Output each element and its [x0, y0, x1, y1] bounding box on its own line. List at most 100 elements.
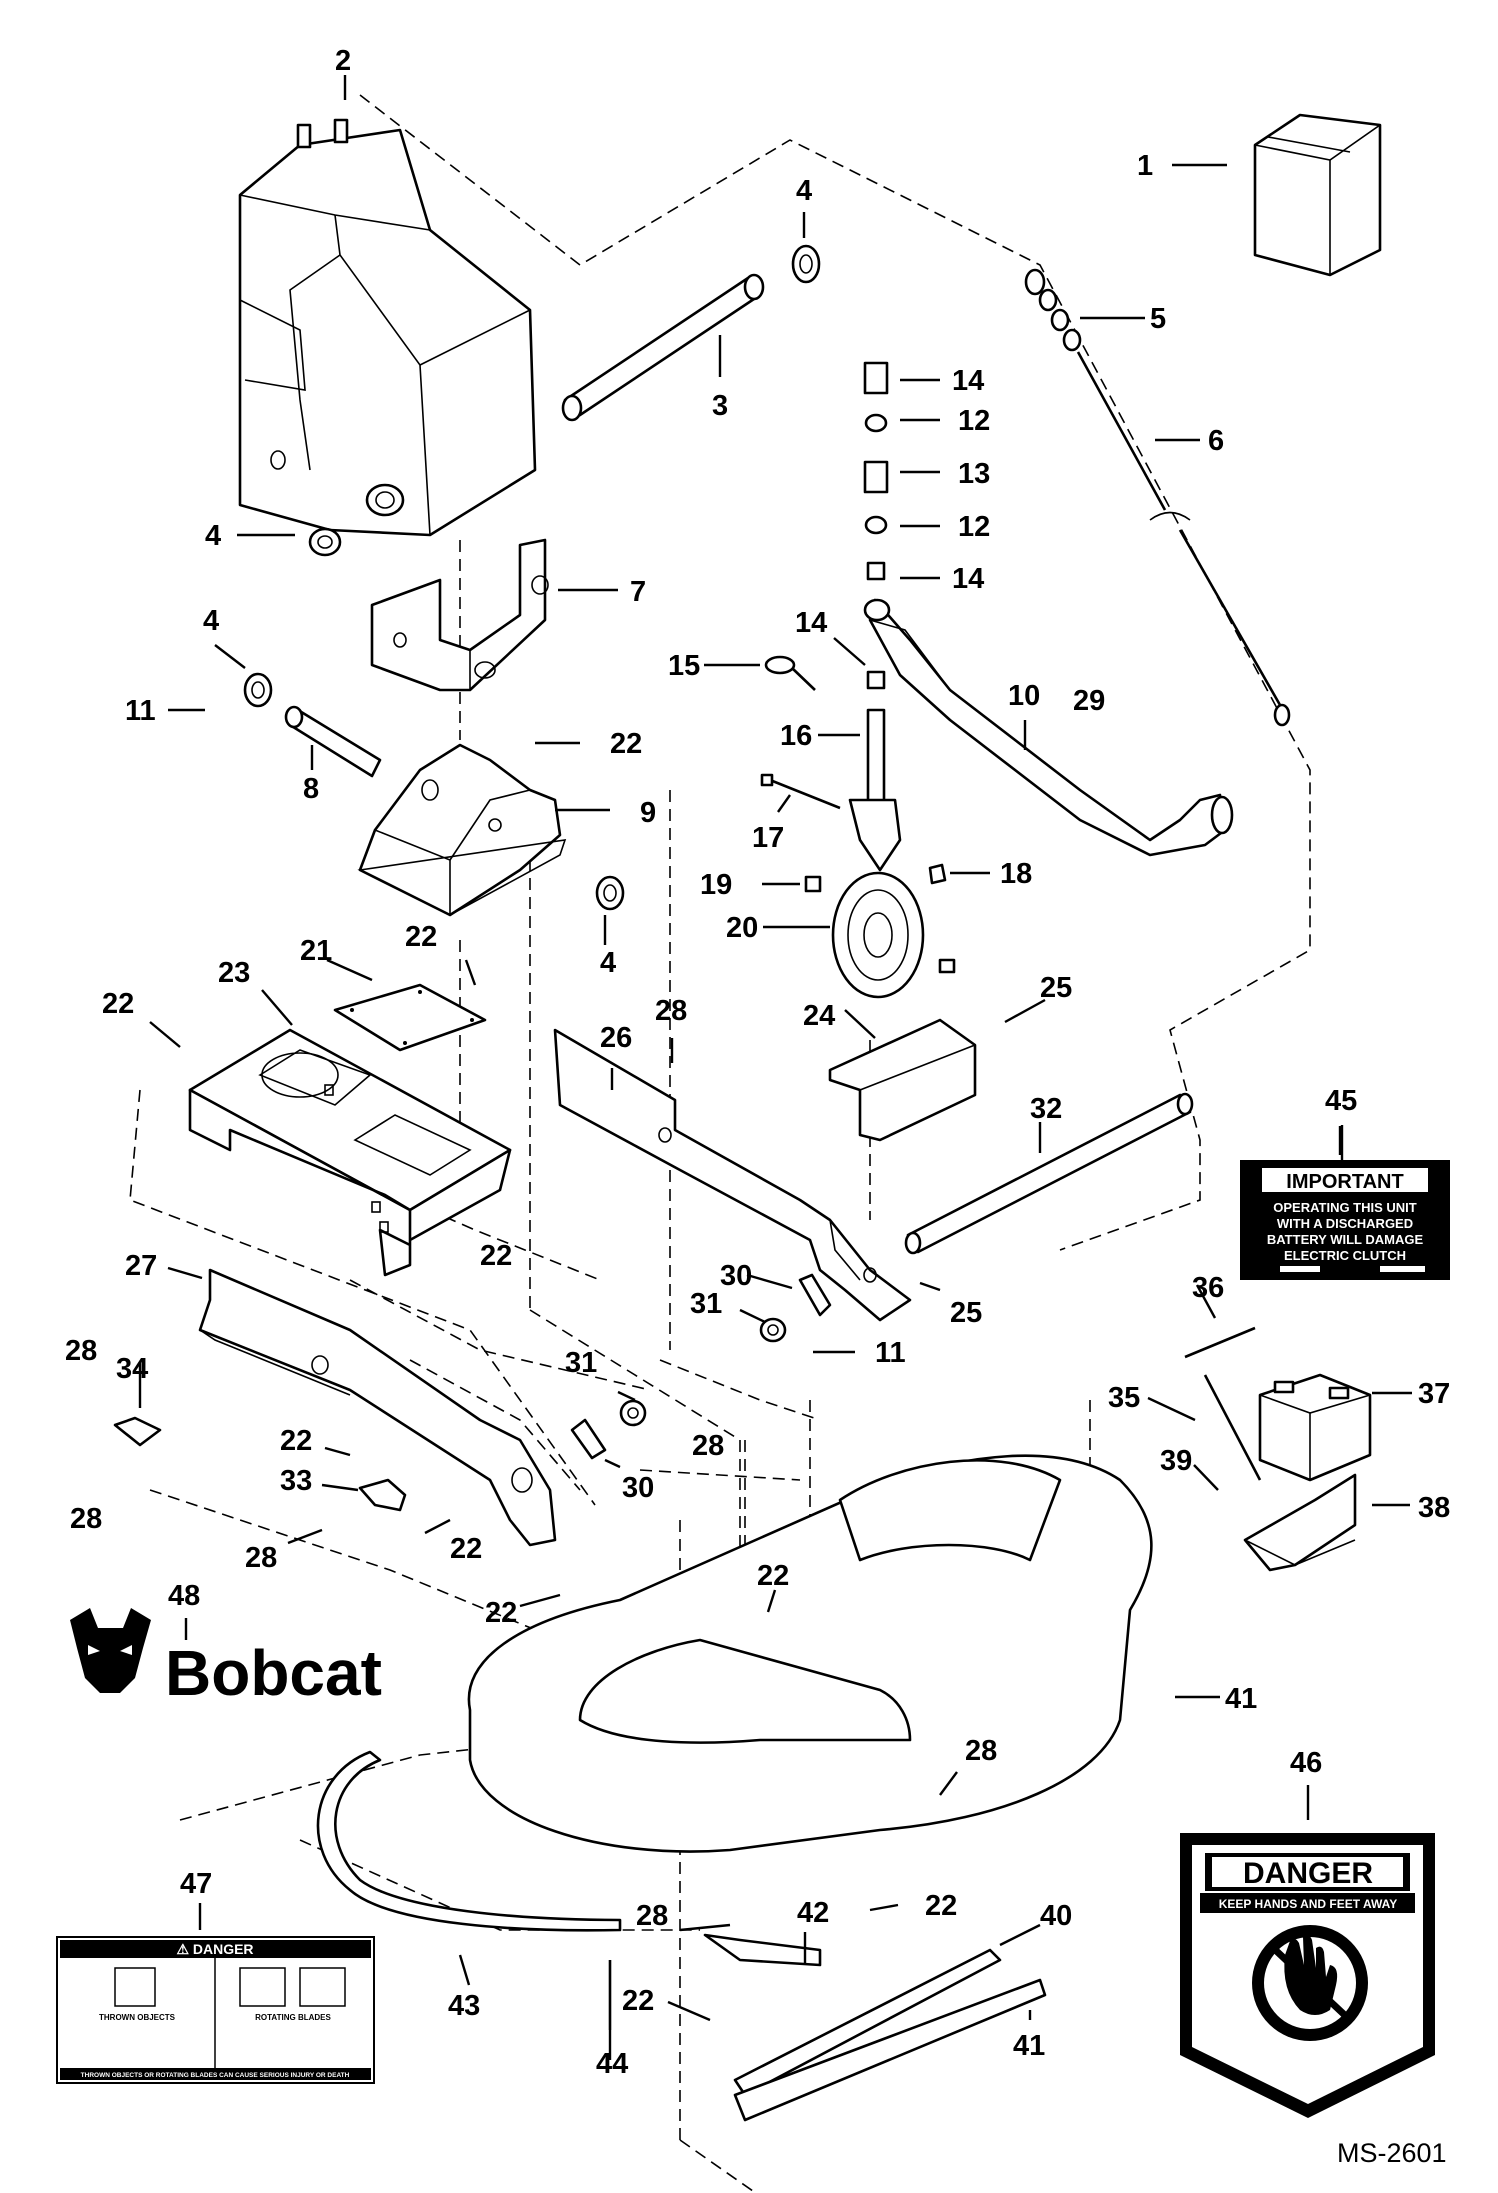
bobcat-logo: Bobcat — [70, 1608, 382, 1709]
callout-28: 28 — [636, 1900, 668, 1932]
callout-22: 22 — [280, 1425, 312, 1457]
callout-28: 28 — [692, 1430, 724, 1462]
callout-38: 38 — [1418, 1492, 1450, 1524]
decal-important-title: IMPORTANT — [1286, 1171, 1403, 1193]
part-32-bar — [904, 1092, 1194, 1255]
part-20-wheel — [831, 871, 956, 999]
callout-labels: 1 2 3 4 4 4 4 5 6 7 8 9 10 11 11 12 12 1… — [65, 45, 1450, 2080]
part-15-pin-clip — [764, 655, 816, 691]
callout-22: 22 — [925, 1890, 957, 1922]
callout-3: 3 — [712, 390, 728, 422]
callout-30: 30 — [720, 1260, 752, 1292]
part-38-tray — [1243, 1473, 1357, 1572]
callout-28: 28 — [70, 1503, 102, 1535]
part-9-mount — [357, 743, 567, 917]
decal-danger-subtitle: KEEP HANDS AND FEET AWAY — [1219, 1897, 1397, 1911]
part-10-caster-arm — [863, 598, 1234, 857]
part-2-gearbox — [238, 118, 537, 537]
part-5-chain-part-6-rod — [1024, 268, 1291, 727]
part-31-bearings — [619, 1317, 787, 1427]
decal-important: IMPORTANT OPERATING THIS UNIT WITH A DIS… — [1240, 1160, 1450, 1280]
callout-31: 31 — [565, 1347, 597, 1379]
decal-important-line: OPERATING THIS UNIT — [1273, 1200, 1417, 1215]
decal-important-line: ELECTRIC CLUTCH — [1284, 1248, 1406, 1263]
callout-18: 18 — [1000, 858, 1032, 890]
callout-22: 22 — [757, 1560, 789, 1592]
part-40-41-trim — [733, 1948, 1047, 2122]
part-33-bracket — [358, 1478, 407, 1512]
callout-6: 6 — [1208, 425, 1224, 457]
part-43-belt — [316, 1750, 622, 1932]
callout-40: 40 — [1040, 1900, 1072, 1932]
callout-22: 22 — [405, 921, 437, 953]
callout-5: 5 — [1150, 303, 1166, 335]
callout-41: 41 — [1013, 2030, 1045, 2062]
callout-14: 14 — [795, 607, 827, 639]
callout-14: 14 — [952, 563, 984, 595]
callout-2: 2 — [335, 45, 351, 77]
callout-9: 9 — [640, 797, 656, 829]
callout-20: 20 — [726, 912, 758, 944]
part-21-plate — [333, 983, 487, 1052]
callout-7: 7 — [630, 576, 646, 608]
part-4-bearings — [243, 244, 821, 911]
leader-lines — [138, 75, 1412, 2060]
part-35-36-hold-down — [1184, 1326, 1262, 1481]
part-34-bracket — [113, 1416, 162, 1447]
callout-33: 33 — [280, 1465, 312, 1497]
callout-47: 47 — [180, 1868, 212, 1900]
callout-28: 28 — [965, 1735, 997, 1767]
brand-name: Bobcat — [165, 1637, 382, 1709]
callout-4: 4 — [203, 605, 219, 637]
decal-thrown-left-heading: THROWN OBJECTS — [99, 2013, 176, 2022]
callout-28: 28 — [65, 1335, 97, 1367]
part-7-bracket — [370, 538, 549, 692]
callout-28: 28 — [655, 995, 687, 1027]
part-26-rail — [553, 1028, 912, 1322]
callout-17: 17 — [752, 822, 784, 854]
callout-22: 22 — [480, 1240, 512, 1272]
callout-23: 23 — [218, 957, 250, 989]
callout-24: 24 — [803, 1000, 835, 1032]
decal-thrown-footer: THROWN OBJECTS OR ROTATING BLADES CAN CA… — [81, 2072, 350, 2079]
callout-31: 31 — [690, 1288, 722, 1320]
callout-29: 29 — [1073, 685, 1105, 717]
callout-43: 43 — [448, 1990, 480, 2022]
callout-4: 4 — [600, 947, 616, 979]
callout-22: 22 — [622, 1985, 654, 2017]
callout-22: 22 — [450, 1533, 482, 1565]
callout-11: 11 — [125, 695, 156, 727]
decal-thrown-right-heading: ROTATING BLADES — [255, 2013, 331, 2022]
callout-32: 32 — [1030, 1093, 1062, 1125]
decal-danger-hands: DANGER KEEP HANDS AND FEET AWAY — [1180, 1833, 1435, 2118]
callout-13: 13 — [958, 458, 990, 490]
callout-27: 27 — [125, 1250, 157, 1282]
callout-15: 15 — [668, 650, 700, 682]
callout-12: 12 — [958, 511, 990, 543]
callout-12: 12 — [958, 405, 990, 437]
decal-important-line: BATTERY WILL DAMAGE — [1267, 1232, 1424, 1247]
part-23-frame — [188, 1028, 512, 1277]
callout-19: 19 — [700, 869, 732, 901]
decal-important-line: WITH A DISCHARGED — [1277, 1216, 1413, 1231]
callout-11: 11 — [875, 1337, 906, 1369]
drawing-number: MS-2601 — [1337, 2138, 1447, 2168]
part-37-battery — [1258, 1373, 1372, 1482]
callout-1: 1 — [1137, 150, 1153, 182]
callout-22: 22 — [610, 728, 642, 760]
part-30-clips — [570, 1273, 832, 1460]
part-3-shaft — [561, 273, 765, 422]
callout-25: 25 — [950, 1297, 982, 1329]
callout-26: 26 — [600, 1022, 632, 1054]
callout-42: 42 — [797, 1897, 829, 1929]
part-1-box — [1253, 113, 1382, 277]
callout-22: 22 — [102, 988, 134, 1020]
callout-44: 44 — [596, 2048, 628, 2080]
callout-16: 16 — [780, 720, 812, 752]
callout-39: 39 — [1160, 1445, 1192, 1477]
callout-45: 45 — [1325, 1085, 1357, 1117]
callout-37: 37 — [1418, 1378, 1450, 1410]
callout-8: 8 — [303, 773, 319, 805]
callout-36: 36 — [1192, 1272, 1224, 1304]
